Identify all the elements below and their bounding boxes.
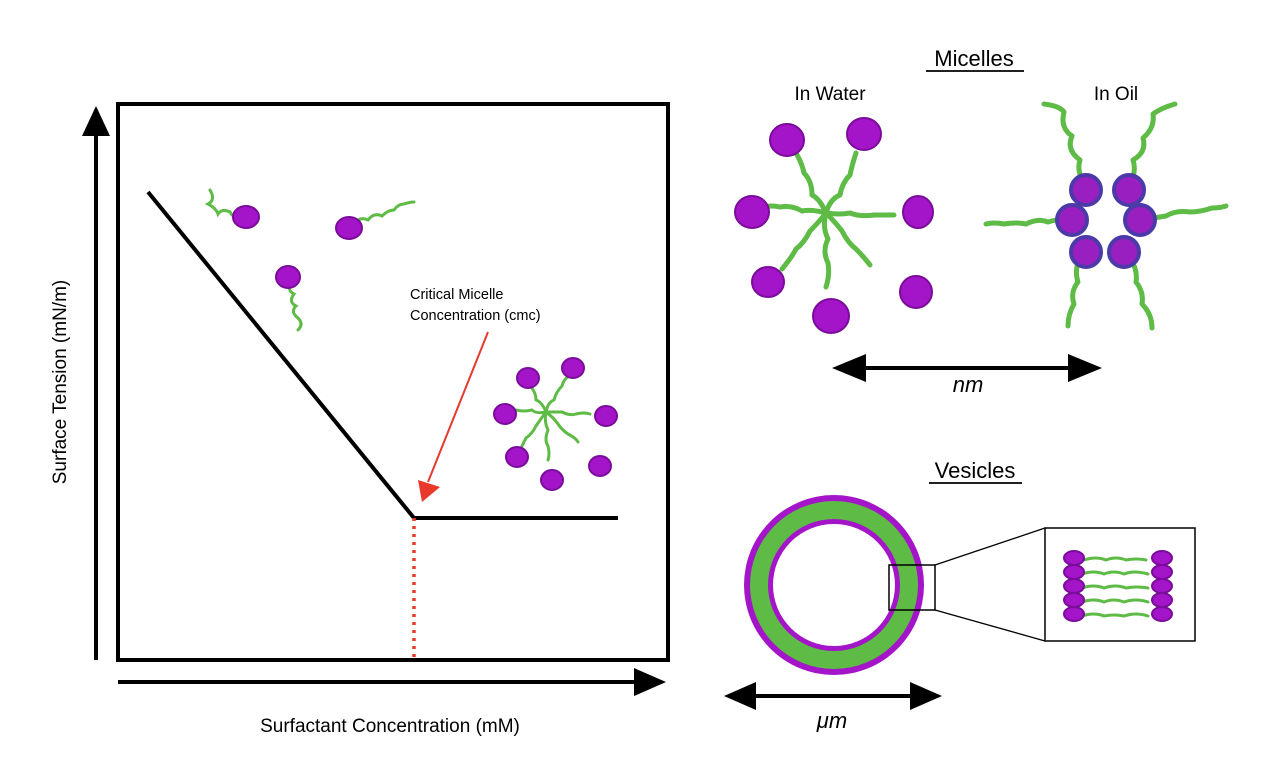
um-scale-label: μm [816, 708, 847, 733]
micelles-title: Micelles [934, 46, 1013, 71]
surfactant-monomer [335, 200, 416, 240]
cmc-annotation-line2: Concentration (cmc) [410, 308, 541, 324]
um-scale-arrow [724, 682, 942, 710]
vesicle [744, 495, 924, 675]
nm-scale-label: nm [953, 372, 984, 397]
micelles-section: Micelles In Water In Oil [734, 46, 1229, 397]
y-axis-arrow [82, 106, 110, 660]
vesicles-title: Vesicles [935, 458, 1016, 483]
water-micelle [734, 117, 934, 334]
zoom-region [888, 564, 936, 611]
surface-tension-graph: Surface Tension (mN/m) Surfactant Concen… [50, 102, 670, 737]
bilayer-detail [1063, 550, 1173, 622]
in-water-label: In Water [794, 84, 866, 105]
surfactant-monomer [275, 265, 303, 332]
surfactant-monomer [204, 188, 260, 229]
surface-tension-curve [146, 190, 618, 520]
x-axis-label: Surfactant Concentration (mM) [260, 716, 520, 737]
vesicles-section: Vesicles [724, 458, 1196, 733]
zoom-connector-bottom [934, 609, 1046, 642]
nm-scale-arrow [832, 354, 1102, 382]
zoom-connector-top [934, 527, 1046, 566]
oil-micelle [983, 101, 1229, 331]
cmc-annotation-line1: Critical Micelle [410, 287, 503, 303]
cmc-arrow [418, 331, 489, 502]
in-oil-label: In Oil [1094, 84, 1138, 105]
small-micelle [493, 357, 618, 491]
plot-frame [116, 102, 670, 662]
y-axis-label: Surface Tension (mN/m) [50, 280, 71, 485]
x-axis-arrow [118, 668, 666, 696]
